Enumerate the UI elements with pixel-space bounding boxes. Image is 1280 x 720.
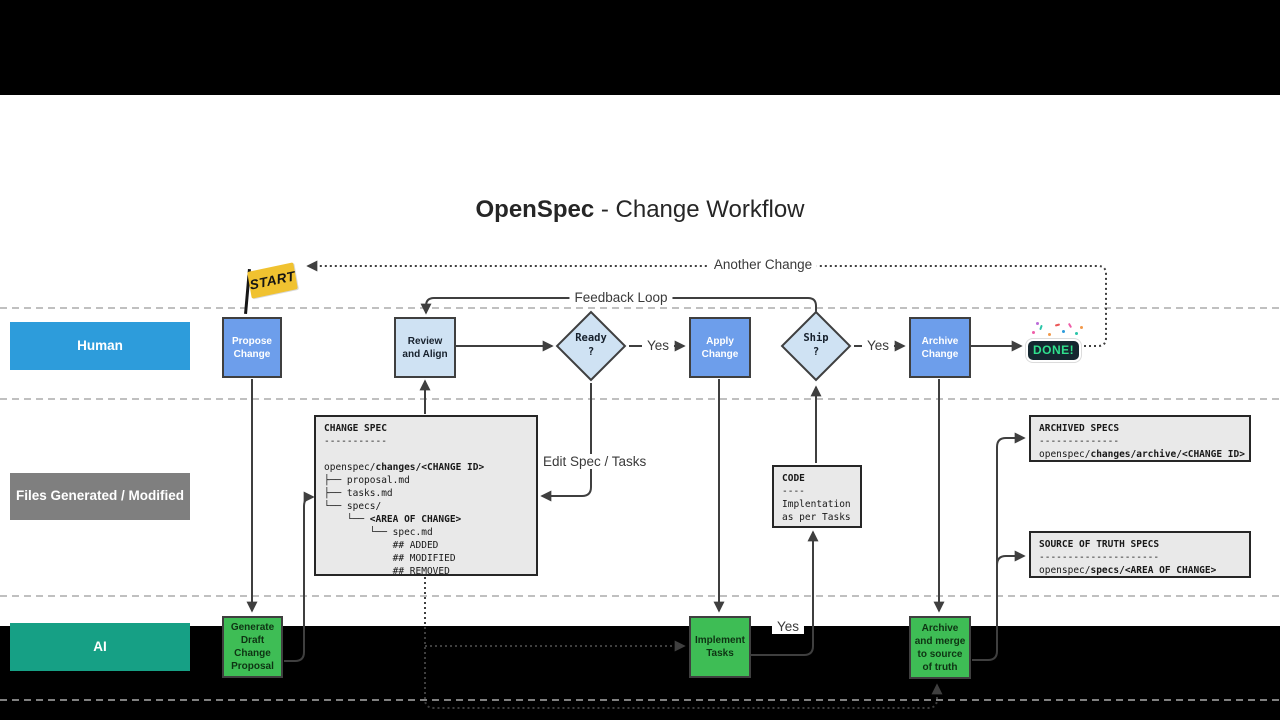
arrow-archive-merge-to-source-of-truth	[996, 550, 1026, 566]
page-title: OpenSpec - Change Workflow	[0, 196, 1280, 224]
label-another-change: Another Change	[708, 257, 818, 272]
ship-diamond-label: Ship ?	[803, 332, 829, 358]
arrow-implement-yes-to-code	[751, 530, 819, 656]
connector-layer	[0, 260, 1280, 709]
done-sticker: DONE!	[1028, 341, 1080, 360]
ready-diamond-label: Ready ?	[575, 332, 607, 358]
start-flag-icon: START	[247, 262, 298, 299]
arrow-ready-to-change-spec-edit	[540, 383, 592, 502]
label-yes-ship: Yes	[861, 338, 895, 353]
node-propose-change: Propose Change	[222, 317, 282, 378]
node-generate-draft-change-proposal: Generate Draft Change Proposal	[222, 616, 283, 678]
node-review-and-align: Review and Align	[394, 317, 456, 378]
node-archive-change: Archive Change	[909, 317, 971, 378]
lane-label-files-generated-modified: Files Generated / Modified	[10, 473, 190, 520]
lane-label-ai: AI	[10, 623, 190, 671]
lane-label-human-text: Human	[77, 337, 123, 353]
title-brand: OpenSpec	[475, 196, 595, 223]
label-yes-ready: Yes	[641, 338, 675, 353]
label-yes-implement: Yes	[771, 619, 805, 634]
diagram-canvas: OpenSpec - Change Workflow Human Files G…	[0, 95, 1280, 709]
node-ship-decision: Ship ?	[780, 310, 852, 382]
arrow-archive-merge-to-archived-specs	[972, 432, 1026, 661]
node-apply-change: Apply Change	[689, 317, 751, 378]
arrow-generate-to-change-spec	[284, 491, 315, 662]
lane-label-ai-text: AI	[93, 638, 107, 654]
node-archive-and-merge: Archive and merge to source of truth	[909, 616, 971, 679]
start-flag-label: START	[248, 268, 297, 293]
lane-label-human: Human	[10, 322, 190, 370]
node-ready-decision: Ready ?	[555, 310, 627, 382]
label-feedback-loop: Feedback Loop	[569, 290, 673, 305]
file-box-change-spec: CHANGE SPEC----------- openspec/changes/…	[314, 415, 538, 577]
title-suffix: - Change Workflow	[594, 196, 805, 223]
lane-divider-lines	[0, 307, 1280, 701]
node-implement-tasks: Implement Tasks	[689, 616, 751, 678]
label-edit-spec-tasks: Edit Spec / Tasks	[538, 454, 652, 469]
lane-label-files-text: Files Generated / Modified	[15, 488, 185, 504]
arrow-change-spec-to-archive-merge	[424, 577, 943, 709]
file-box-source-of-truth-specs: SOURCE OF TRUTH SPECS-------------------…	[1029, 531, 1251, 578]
file-box-archived-specs: ARCHIVED SPECS--------------openspec/cha…	[1029, 415, 1251, 462]
confetti-decoration	[1028, 321, 1086, 341]
